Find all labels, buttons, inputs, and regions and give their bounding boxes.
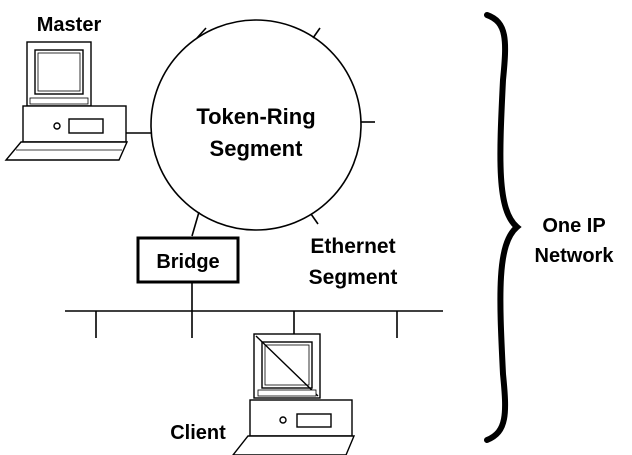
ring-to-bridge-link — [191, 211, 200, 237]
ethernet-label-line1: Ethernet — [310, 235, 395, 258]
network-label-line1: One IP — [542, 215, 605, 237]
client-label: Client — [170, 422, 226, 444]
client-computer-icon — [232, 333, 356, 455]
ethernet-bus — [65, 283, 443, 338]
bridge-box — [136, 236, 240, 284]
token-ring-label-line2: Segment — [210, 136, 304, 161]
network-label-line2: Network — [535, 245, 615, 267]
ring-tap-bottom-right — [310, 213, 319, 225]
network-brace — [484, 12, 522, 443]
master-label: Master — [37, 14, 102, 36]
ethernet-label-line2: Segment — [309, 266, 398, 289]
master-computer-icon — [4, 41, 129, 161]
token-ring-circle — [150, 19, 362, 231]
ring-tap-top-right — [312, 27, 321, 39]
bridge-label: Bridge — [156, 251, 219, 273]
ring-tap-top-left — [196, 27, 207, 39]
token-ring-label-line1: Token-Ring — [196, 104, 315, 129]
token-ring — [126, 19, 375, 237]
